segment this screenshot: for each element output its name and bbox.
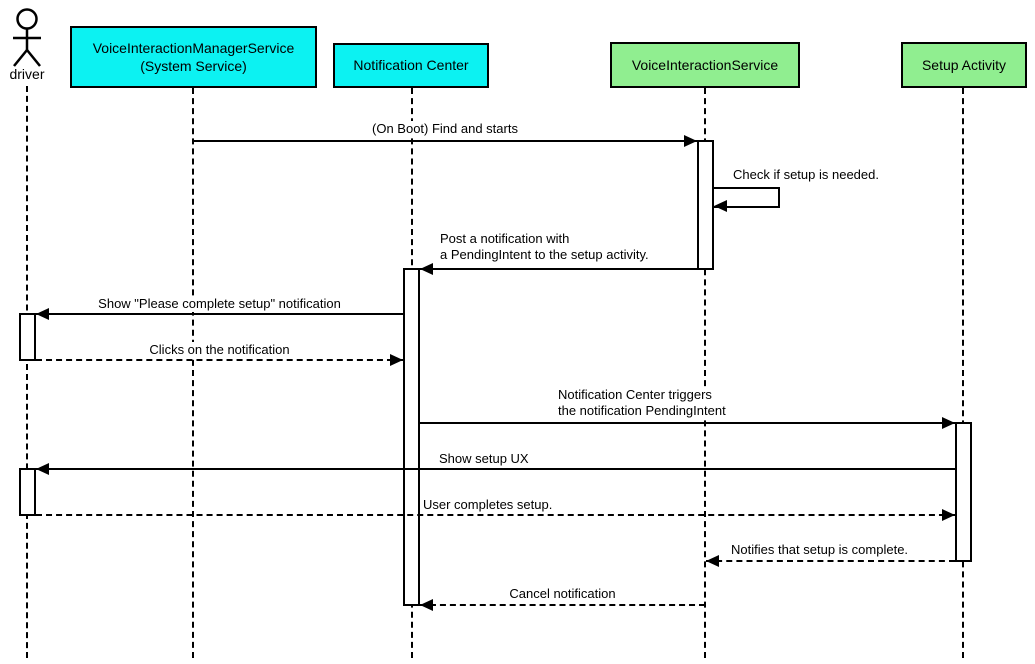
message-4-arrowhead [36,308,49,320]
message-6-label: Notification Center triggers the notific… [556,387,728,419]
message-6-line [420,422,955,424]
activation-notification-center [403,268,420,606]
message-6-arrowhead [942,417,955,429]
message-1-line [193,140,697,142]
message-4-label: Show "Please complete setup" notificatio… [96,296,343,312]
lifeline-voiceinteractionmanagerservice [192,88,194,658]
participant-sublabel: (System Service) [140,58,247,74]
activation-voiceinteractionservice [697,140,714,270]
message-8-label: User completes setup. [421,497,555,513]
message-1-arrowhead [684,135,697,147]
participant-box-notification-center: Notification Center [333,43,489,88]
lifeline-setup-activity [962,88,964,658]
message-10-label: Cancel notification [507,586,618,602]
message-9-line [706,560,955,562]
actor-label: driver [9,66,45,82]
participant-box-voiceinteractionmanagerservice: VoiceInteractionManagerService (System S… [70,26,317,88]
message-10-line [420,604,705,606]
message-9-label: Notifies that setup is complete. [729,542,911,558]
message-2-self-loop [713,187,780,208]
message-9-arrowhead [706,555,719,567]
participant-label: VoiceInteractionService [631,56,779,73]
participant-box-voiceinteractionservice: VoiceInteractionService [610,42,800,88]
lifeline-driver [26,86,28,658]
participant-box-setup-activity: Setup Activity [901,42,1027,88]
participant-label: Notification Center [353,57,469,74]
message-2-label: Check if setup is needed. [731,167,881,183]
message-3-arrowhead [420,263,433,275]
message-5-label: Clicks on the notification [147,342,292,358]
message-5-arrowhead [390,354,403,366]
message-8-line [36,514,955,516]
activation-driver-1 [19,313,36,361]
message-2-arrowhead [714,200,727,212]
message-3-label: Post a notification with a PendingIntent… [438,231,651,263]
message-4-line [36,313,403,315]
participant-label: VoiceInteractionManagerService [92,39,295,56]
message-7-line [36,468,955,470]
message-7-arrowhead [36,463,49,475]
activation-driver-2 [19,468,36,516]
message-8-arrowhead [942,509,955,521]
participant-label: Setup Activity [921,56,1007,73]
actor-figure-icon [13,8,41,67]
message-3-line [420,268,697,270]
lifeline-voiceinteractionservice [704,88,706,658]
message-10-arrowhead [420,599,433,611]
message-1-label: (On Boot) Find and starts [370,121,520,137]
message-5-line [36,359,403,361]
message-7-label: Show setup UX [437,451,531,467]
activation-setup-activity [955,422,972,562]
